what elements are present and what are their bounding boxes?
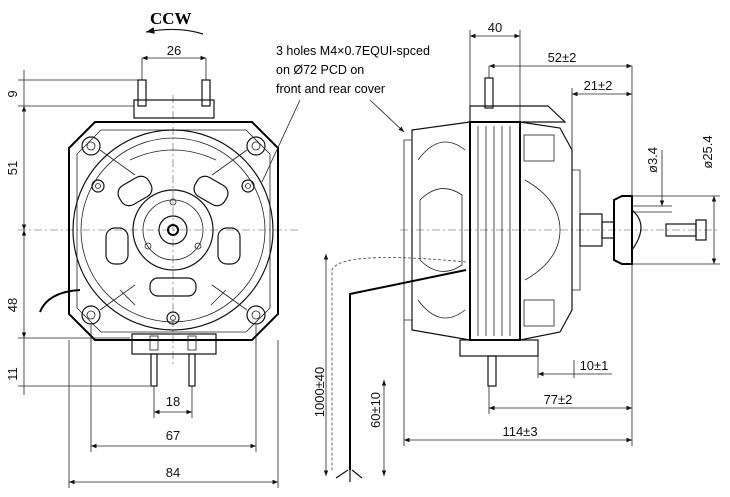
- corner-mounting-holes: [81, 136, 266, 325]
- dim-9: 9: [5, 90, 20, 97]
- dim-1000: 1000±40: [312, 367, 327, 418]
- dim-84: 84: [166, 465, 180, 480]
- lead-wire-front: [39, 289, 81, 313]
- side-top-pin: [484, 77, 494, 109]
- dim-shaft-diameter: ø3.4: [645, 147, 660, 173]
- dim-10: 10±1: [580, 358, 609, 373]
- note-line-2: on Ø72 PCD on: [276, 63, 364, 77]
- front-cover: [411, 121, 471, 341]
- note-line-3: front and rear cover: [276, 82, 385, 96]
- rotation-arrow: [145, 27, 204, 35]
- dim-40: 40: [488, 20, 502, 35]
- hub-mid: [142, 199, 204, 261]
- dim-hub-diameter: ø25.4: [700, 135, 715, 168]
- dim-26: 26: [167, 43, 181, 58]
- shaft-end: [167, 224, 179, 236]
- side-bottom-pin: [487, 355, 497, 387]
- top-terminal-pins: [133, 58, 215, 119]
- hub-screw-right: [194, 242, 202, 250]
- dim-67: 67: [166, 428, 180, 443]
- dim-48: 48: [5, 298, 20, 312]
- side-bottom-block: [459, 339, 539, 357]
- ventilation-slots: [105, 149, 241, 306]
- hub-screw-top: [169, 198, 177, 206]
- dim-114: 114±3: [502, 424, 537, 439]
- dim-52: 52±2: [548, 50, 577, 65]
- dim-60: 60±10: [368, 392, 383, 428]
- dim-18: 18: [166, 394, 180, 409]
- side-view: 40 52±2 21±2 ø3.4 ø25.4 10±1 77±2 1: [312, 20, 720, 482]
- mounting-note: 3 holes M4×0.7EQUI-spced on Ø72 PCD on f…: [276, 44, 430, 133]
- note-arrow-side: [369, 99, 405, 133]
- dim-21: 21±2: [584, 78, 613, 93]
- pcd-holes: [91, 179, 255, 325]
- note-line-1: 3 holes M4×0.7EQUI-spced: [276, 44, 430, 58]
- front-cover-rim: [403, 139, 413, 321]
- frame-ribs: [99, 149, 248, 311]
- stator-stack: [469, 121, 521, 341]
- note-leader: [261, 99, 301, 183]
- lamination-lines: [477, 126, 511, 336]
- dim-11: 11: [5, 367, 20, 381]
- lead-path-dashed: [331, 257, 467, 470]
- lead-wire-ends: [335, 469, 363, 482]
- lead-wire-side: [349, 269, 467, 470]
- hub-screw-left: [144, 242, 152, 250]
- motor-frame-inner: [76, 129, 271, 333]
- outer-ring-inner: [80, 137, 266, 323]
- left-dimension-lines: [18, 70, 150, 395]
- bottom-terminal-block: [131, 333, 217, 387]
- side-top-block: [469, 105, 567, 123]
- dim-77: 77±2: [544, 392, 573, 407]
- dim-51: 51: [5, 161, 20, 175]
- rear-cover: [519, 121, 573, 341]
- front-view: CCW: [5, 9, 301, 488]
- hub-outer: [132, 189, 214, 271]
- outer-ring: [72, 129, 274, 331]
- hub-boss: [158, 215, 188, 245]
- fixing-screw-head: [695, 219, 707, 241]
- front-cover-window: [419, 188, 463, 272]
- rear-screw-top: [523, 134, 555, 162]
- rear-screw-bottom: [523, 299, 555, 327]
- motor-frame: [68, 121, 279, 341]
- rotation-label: CCW: [150, 9, 192, 28]
